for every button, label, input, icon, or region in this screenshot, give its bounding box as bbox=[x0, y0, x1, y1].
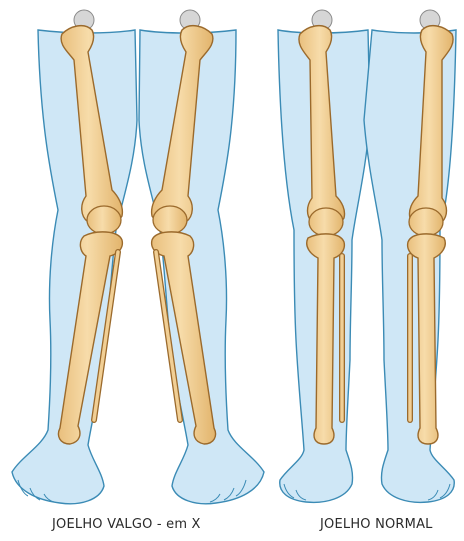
normal-caption: JOELHO NORMAL bbox=[320, 517, 433, 532]
legs-illustration bbox=[0, 0, 464, 510]
valgus-caption: JOELHO VALGO - em X bbox=[52, 517, 201, 532]
normal-legs bbox=[278, 10, 456, 502]
valgus-legs bbox=[12, 10, 264, 504]
